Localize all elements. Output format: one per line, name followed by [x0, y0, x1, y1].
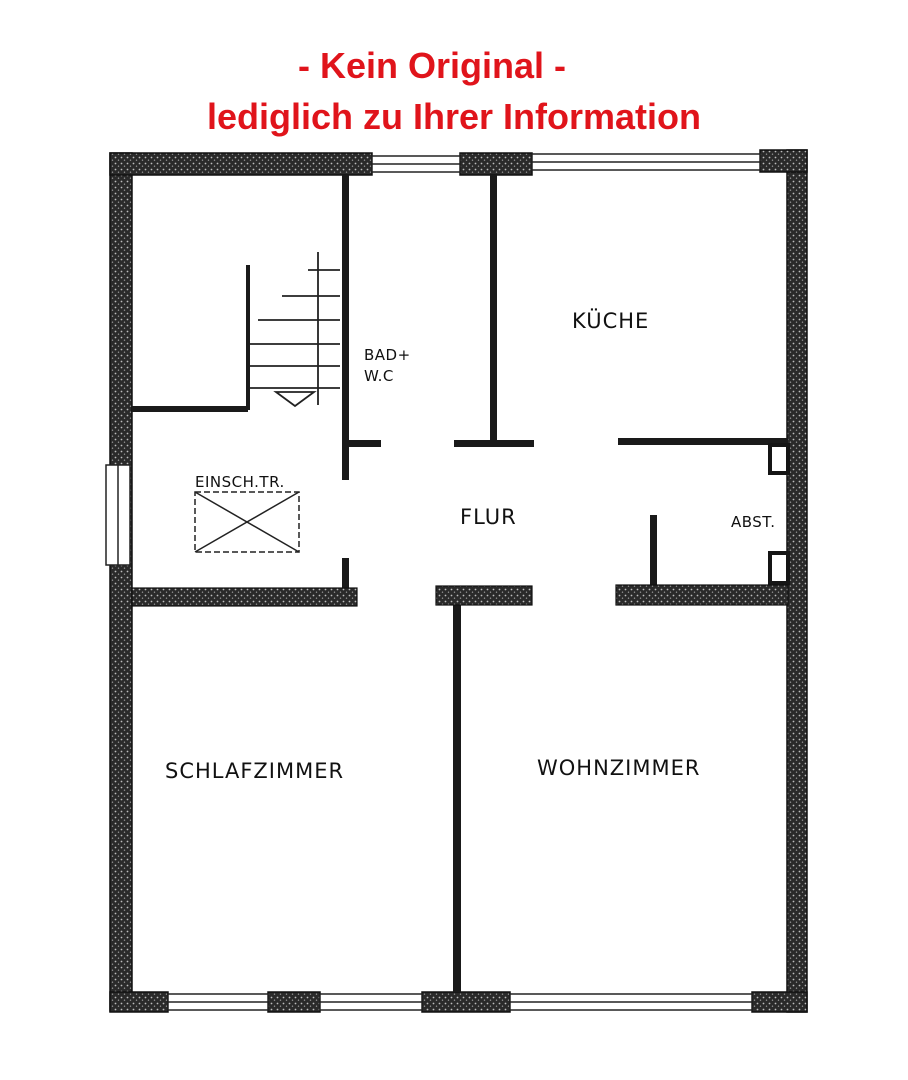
- room-label-bath-1: BAD+: [364, 346, 411, 364]
- outer-walls: [109, 149, 808, 1013]
- room-label-kitchen: KÜCHE: [572, 308, 649, 333]
- room-label-living: WOHNZIMMER: [537, 756, 700, 780]
- room-label-storage: ABST.: [731, 513, 775, 531]
- interior-walls: [132, 175, 790, 992]
- room-label-bedroom: SCHLAFZIMMER: [165, 759, 344, 783]
- room-label-bath-2: W.C: [364, 367, 394, 385]
- notice-line-2: lediglich zu Ihrer Information: [206, 96, 702, 137]
- notice-line-1: - Kein Original -: [297, 45, 566, 86]
- room-label-installation: EINSCH.TR.: [195, 473, 285, 491]
- room-label-hall: FLUR: [460, 505, 517, 529]
- staircase: [250, 252, 340, 405]
- windows: [105, 153, 761, 1011]
- hatched-interior-walls: [131, 584, 789, 607]
- installation-shaft: [194, 491, 300, 553]
- stair-arrow-icon: [273, 391, 317, 408]
